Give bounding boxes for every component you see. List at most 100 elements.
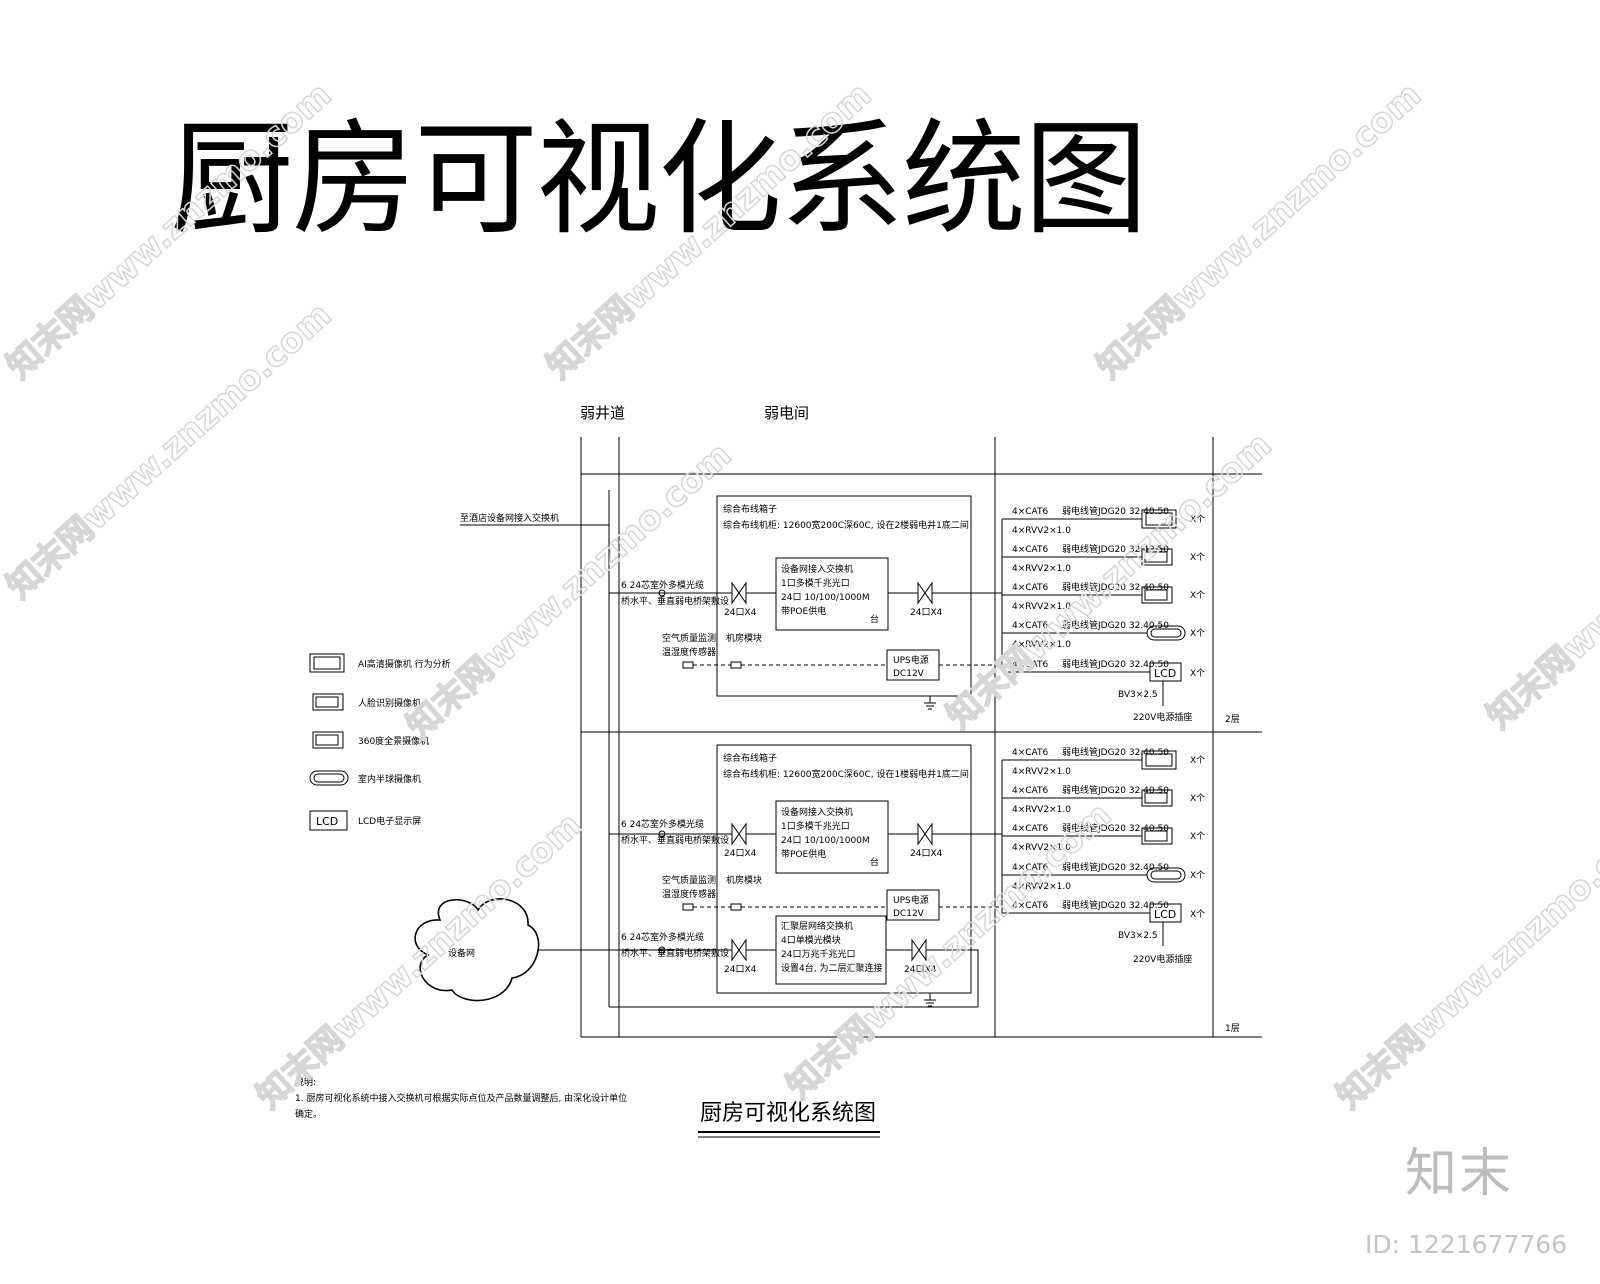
qty-label: X个: [1190, 831, 1205, 842]
lcd-label: LCD: [1154, 667, 1176, 680]
switch-line: 设备网接入交换机: [781, 806, 853, 818]
legend: AI高清摄像机 行为分析 人脸识别摄像机 360度全景摄像机 室内半球摄像机 L…: [309, 653, 451, 831]
cable-type: 4×CAT6: [1012, 660, 1049, 670]
odf-right-icon: [917, 822, 933, 846]
notes-heading: 说明:: [295, 1076, 316, 1088]
core-switch-line: 汇聚层网络交换机: [781, 920, 853, 932]
sensor-label: 温湿度传感器: [662, 646, 716, 658]
qty-label: X个: [1190, 514, 1205, 525]
ups-voltage: DC12V: [893, 669, 925, 679]
network-cloud: 设备网: [414, 898, 540, 1002]
camera-icon: [312, 731, 344, 749]
page-title: 厨房可视化系统图: [170, 108, 1148, 252]
core-switch-line: 4口单模光模块: [781, 934, 841, 946]
notes-line: 确定。: [295, 1108, 322, 1120]
sensor-label: 空气质量监测: [662, 874, 716, 886]
power-cable: 4×RVV2×1.0: [1012, 640, 1071, 650]
power-cable: 4×RVV2×1.0: [1012, 526, 1071, 536]
qty-label: X个: [1190, 870, 1205, 881]
floor-label: 2层: [1225, 714, 1240, 725]
cabinet-title: 综合布线箱子: [723, 752, 777, 764]
odf-left-icon: [731, 822, 747, 846]
fiber-route: 桥水平、垂直弱电桥架敷设: [621, 595, 729, 607]
conduit-label: 弱电线管JDG20 32.40.50: [1062, 861, 1169, 873]
odf-left-icon: [731, 938, 747, 962]
qty-label: X个: [1190, 909, 1205, 920]
camera-icon: [312, 693, 344, 711]
legend-label: 360度全景摄像机: [358, 735, 429, 747]
module-port-icon: [730, 903, 742, 911]
legend-label: 室内半球摄像机: [358, 773, 421, 785]
cable-type: 4×CAT6: [1012, 824, 1049, 834]
floor-1: 综合布线箱子 综合布线机柜: 12600宽200C深60C, 设在1楼弱电井1底…: [532, 744, 1240, 1034]
power-cable: 4×RVV2×1.0: [1012, 767, 1071, 777]
core-switch-line: 24口万兆千兆光口: [781, 948, 855, 960]
fiber-label: 6 24芯室外多模光缆: [621, 579, 704, 591]
power-cable: 4×RVV2×1.0: [1012, 805, 1071, 815]
ground-icon: [924, 993, 936, 1007]
cable-type: 4×CAT6: [1012, 786, 1049, 796]
uplink-label: 至酒店设备网接入交换机: [460, 512, 559, 524]
brand-logo: 知末: [1405, 1144, 1514, 1204]
camera-icon: [309, 653, 345, 673]
port-right: 24口X4: [904, 965, 937, 975]
socket-label: 220V电源插座: [1133, 711, 1192, 723]
socket-label: 220V电源插座: [1133, 953, 1192, 965]
cable-type: 4×CAT6: [1012, 748, 1049, 758]
legend-label: LCD电子显示屏: [358, 815, 421, 827]
image-id: ID: 1221677766: [1365, 1230, 1568, 1259]
switch-line: 1口多模千兆光口: [781, 577, 850, 589]
cabinet-title: 综合布线箱子: [723, 503, 777, 515]
cabinet-desc: 综合布线机柜: 12600宽200C深60C, 设在2楼弱电井1底二间: [723, 519, 969, 531]
camera-icon: [1141, 548, 1173, 566]
fiber-route: 桥水平、垂直弱电桥架敷设: [621, 834, 729, 846]
qty-label: X个: [1190, 668, 1205, 679]
qty-label: X个: [1190, 552, 1205, 563]
switch-line: 设备网接入交换机: [781, 563, 853, 575]
ups-box: [886, 889, 940, 921]
switch-unit: 台: [870, 856, 879, 868]
socket-cable: BV3×2.5: [1118, 690, 1158, 700]
port-right: 24口X4: [910, 608, 943, 618]
sensor-label: 空气质量监测: [662, 632, 716, 644]
module-port-icon: [730, 661, 742, 669]
legend-label: 人脸识别摄像机: [358, 697, 421, 709]
socket-cable: BV3×2.5: [1118, 931, 1158, 941]
qty-label: X个: [1190, 755, 1205, 766]
power-cable: 4×RVV2×1.0: [1012, 843, 1071, 853]
lcd-icon: LCD: [1149, 662, 1182, 682]
conduit-label: 弱电线管JDG20 32.40.50: [1062, 505, 1169, 517]
lcd-icon: LCD: [309, 810, 348, 831]
module-label: 机房模块: [726, 632, 762, 644]
cable-type: 4×CAT6: [1012, 863, 1049, 873]
camera-icon: [1141, 789, 1173, 807]
camera-icon: [1141, 509, 1177, 529]
lcd-label: LCD: [316, 815, 338, 828]
ups-label: UPS电源: [893, 894, 929, 906]
conduit-label: 弱电线管JDG20 32.40.50: [1062, 746, 1169, 758]
module-label: 机房模块: [726, 874, 762, 886]
switch-line: 1口多模千兆光口: [781, 820, 850, 832]
dome-camera-icon: [1146, 625, 1186, 641]
port-left: 24口X4: [724, 608, 757, 618]
floor-label: 1层: [1225, 1023, 1240, 1034]
qty-label: X个: [1190, 793, 1205, 804]
switch-line: 24口 10/100/1000M: [781, 836, 870, 846]
room-header: 弱电间: [764, 404, 809, 422]
cable-type: 4×CAT6: [1012, 583, 1049, 593]
power-cable: 4×RVV2×1.0: [1012, 564, 1071, 574]
odf-right-icon: [917, 581, 933, 605]
dome-camera-icon: [309, 770, 349, 786]
ups-label: UPS电源: [893, 654, 929, 666]
conduit-label: 弱电线管JDG20 32.40.50: [1062, 658, 1169, 670]
switch-line: 带POE供电: [781, 605, 826, 617]
lcd-icon: LCD: [1149, 903, 1182, 923]
shaft-header: 弱井道: [580, 404, 625, 422]
qty-label: X个: [1190, 628, 1205, 639]
cloud-label: 设备网: [448, 947, 475, 959]
qty-label: X个: [1190, 590, 1205, 601]
cable-type: 4×CAT6: [1012, 507, 1049, 517]
port-left: 24口X4: [724, 849, 757, 859]
core-switch-line: 设置4台, 为二层汇聚连接: [781, 962, 882, 974]
sensor-label: 温湿度传感器: [662, 888, 716, 900]
